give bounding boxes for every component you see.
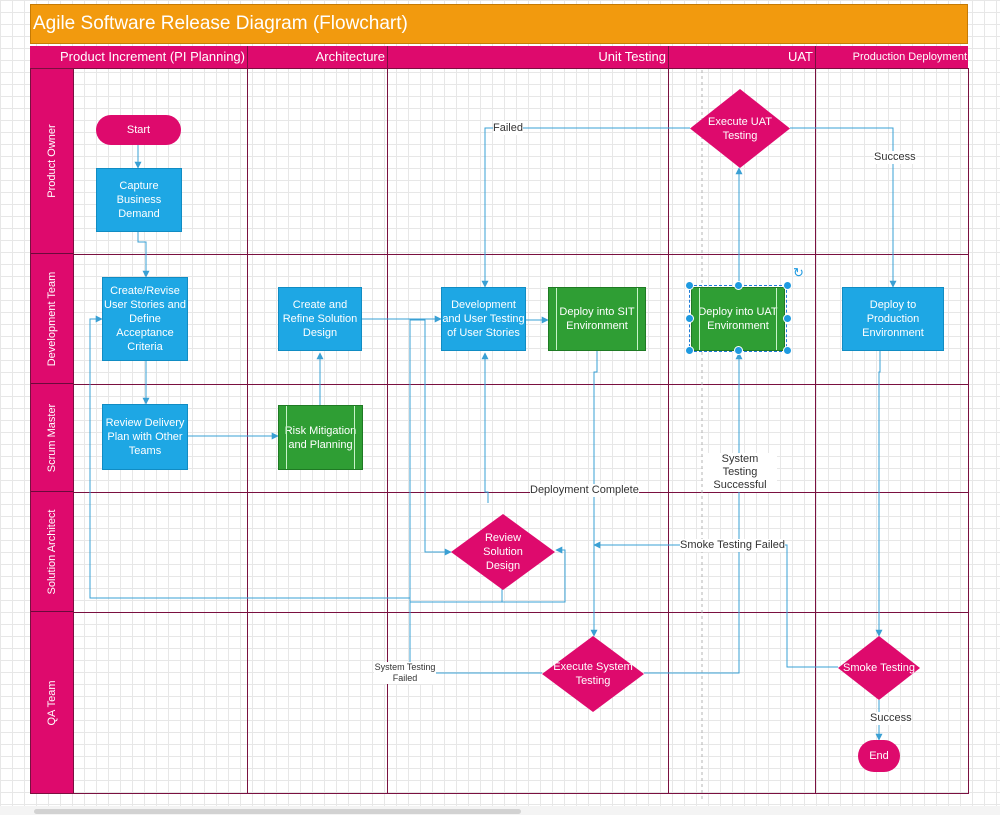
smoke-testing-label: Smoke Testing — [843, 662, 915, 674]
end-node[interactable]: End — [858, 740, 900, 772]
execute-system-label: Execute System Testing — [553, 661, 633, 687]
edge-label-success-uat[interactable]: Success — [874, 151, 916, 164]
create-revise-user-stories-node[interactable]: Create/Revise User Stories and Define Ac… — [102, 277, 188, 361]
capture-business-demand-node[interactable]: Capture Business Demand — [96, 168, 182, 232]
resize-handle-bottom-right[interactable] — [783, 346, 792, 355]
execute-system-testing-decision[interactable]: Execute System Testing — [542, 636, 644, 712]
selection-outline — [689, 285, 787, 352]
review-solution-design-decision[interactable]: Review Solution Design — [451, 514, 555, 590]
row-header-qa-team[interactable]: QA Team — [30, 612, 73, 794]
edge-label-deployment-complete[interactable]: Deployment Complete — [530, 484, 639, 497]
column-header-pi-planning[interactable]: Product Increment (PI Planning) — [30, 46, 247, 68]
resize-handle-middle-right[interactable] — [783, 314, 792, 323]
column-header-architecture[interactable]: Architecture — [247, 46, 387, 68]
execute-uat-label: Execute UAT Testing — [708, 115, 772, 142]
resize-handle-top-center[interactable] — [734, 281, 743, 290]
create-refine-solution-design-node[interactable]: Create and Refine Solution Design — [278, 287, 362, 351]
development-user-testing-node[interactable]: Development and User Testing of User Sto… — [441, 287, 526, 351]
deploy-production-node[interactable]: Deploy to Production Environment — [842, 287, 944, 351]
smoke-testing-decision[interactable]: Smoke Testing — [838, 636, 920, 700]
review-solution-label: Review Solution Design — [483, 532, 523, 572]
row-header-product-owner[interactable]: Product Owner — [30, 68, 73, 254]
row-label-qa-team: QA Team — [45, 680, 58, 726]
horizontal-scrollbar-thumb[interactable] — [34, 809, 521, 814]
edge-label-system-testing-failed[interactable]: System Testing Failed — [374, 662, 436, 684]
row-header-solution-architect[interactable]: Solution Architect — [30, 492, 73, 612]
column-header-production-deployment[interactable]: Production Deployment — [815, 46, 968, 68]
review-delivery-plan-node[interactable]: Review Delivery Plan with Other Teams — [102, 404, 188, 470]
rotate-handle-icon[interactable]: ↻ — [793, 265, 804, 280]
row-label-solution-architect: Solution Architect — [45, 509, 58, 594]
edge-label-failed[interactable]: Failed — [493, 122, 523, 135]
resize-handle-bottom-left[interactable] — [685, 346, 694, 355]
edge-label-smoke-testing-failed[interactable]: Smoke Testing Failed — [680, 539, 785, 552]
row-header-scrum-master[interactable]: Scrum Master — [30, 384, 73, 492]
resize-handle-top-left[interactable] — [685, 281, 694, 290]
row-header-development-team[interactable]: Development Team — [30, 254, 73, 384]
resize-handle-bottom-center[interactable] — [734, 346, 743, 355]
column-header-unit-testing[interactable]: Unit Testing — [387, 46, 668, 68]
edge-label-success-smoke[interactable]: Success — [870, 712, 912, 725]
start-node[interactable]: Start — [96, 115, 181, 145]
row-label-scrum-master: Scrum Master — [45, 403, 58, 472]
execute-uat-decision[interactable]: Execute UAT Testing — [690, 89, 790, 168]
resize-handle-top-right[interactable] — [783, 281, 792, 290]
diagram-title[interactable]: Agile Software Release Diagram (Flowchar… — [30, 4, 968, 44]
column-header-uat[interactable]: UAT — [668, 46, 815, 68]
row-label-product-owner: Product Owner — [45, 123, 58, 198]
risk-mitigation-planning-node[interactable]: Risk Mitigation and Planning — [278, 405, 363, 470]
deploy-sit-node[interactable]: Deploy into SIT Environment — [548, 287, 646, 351]
row-label-development-team: Development Team — [45, 271, 58, 366]
edge-label-system-testing-successful[interactable]: System Testing Successful — [703, 453, 777, 492]
resize-handle-middle-left[interactable] — [685, 314, 694, 323]
